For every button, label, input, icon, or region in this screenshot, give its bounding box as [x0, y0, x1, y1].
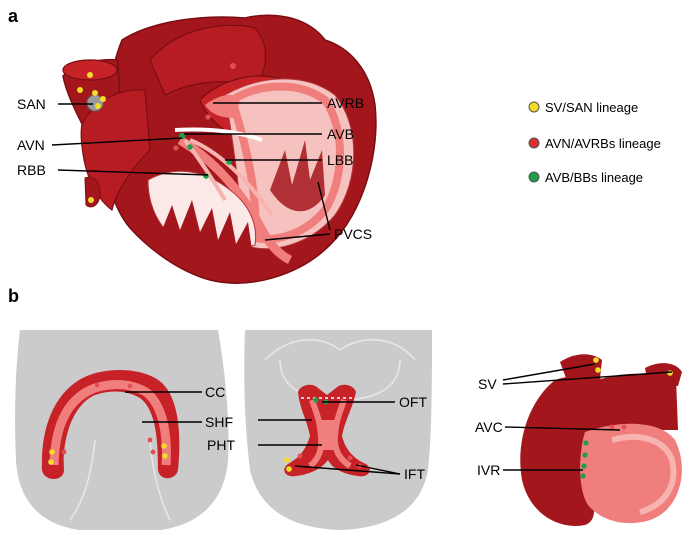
legend-sv-san: SV/SAN lineage: [545, 100, 638, 115]
embryo-tube-stage: [244, 330, 432, 530]
embryo-looped-heart: [520, 354, 682, 526]
legend-dot-green: [528, 171, 540, 183]
label-pvcs: PVCS: [334, 226, 372, 242]
label-ivr: IVR: [477, 462, 500, 478]
label-oft: OFT: [399, 394, 427, 410]
label-shf: SHF: [205, 414, 233, 430]
legend: SV/SAN lineage AVN/AVRBs lineage AVB/BBs…: [528, 100, 661, 185]
legend-avb-bbs: AVB/BBs lineage: [545, 170, 643, 185]
panel-b-letter: b: [8, 286, 19, 306]
label-san: SAN: [17, 96, 46, 112]
adult-heart: [62, 14, 377, 284]
legend-dot-yellow: [528, 101, 540, 113]
label-avn: AVN: [17, 137, 45, 153]
label-lbb: LBB: [327, 152, 353, 168]
label-rbb: RBB: [17, 162, 46, 178]
legend-avn-avrbs: AVN/AVRBs lineage: [545, 136, 661, 151]
panel-a-letter: a: [8, 6, 19, 26]
label-cc: CC: [205, 384, 225, 400]
label-ift: IFT: [404, 466, 425, 482]
embryo-crescent-stage: [15, 330, 229, 530]
label-pht: PHT: [207, 437, 235, 453]
legend-dot-red: [528, 137, 540, 149]
label-sv: SV: [478, 376, 497, 392]
label-avb: AVB: [327, 126, 354, 142]
label-avc: AVC: [475, 419, 503, 435]
label-avrb: AVRB: [327, 95, 364, 111]
